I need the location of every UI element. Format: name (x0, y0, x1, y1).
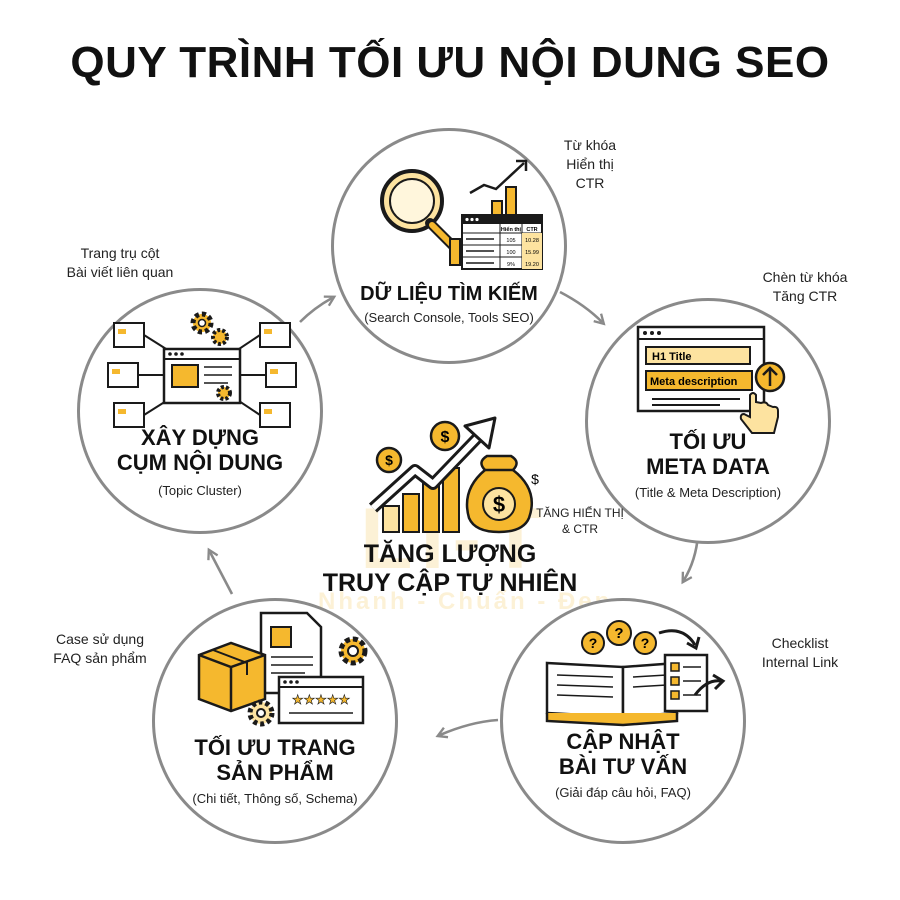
svg-text:$: $ (441, 429, 450, 446)
title-line: SẢN PHẨM (216, 760, 334, 786)
metrics-table: Hiển thị CTR 105 10.28 100 15.99 9% 19.2… (461, 214, 543, 270)
note-line: Case sử dụng (56, 631, 144, 647)
field-h1-title: H1 Title (652, 351, 692, 363)
document-icon (259, 611, 323, 695)
arrow-product-to-cluster (207, 547, 234, 595)
arrow-advice-to-product (435, 718, 499, 739)
note-line: Chèn từ khóa (762, 269, 848, 285)
table-cell: 10.28 (525, 238, 539, 244)
table-header-ctr: CTR (526, 227, 537, 233)
table-cell: 105 (506, 238, 515, 244)
field-meta-description: Meta description (650, 376, 738, 388)
question-bubble-icon: ? ? ? (581, 620, 657, 655)
review-window-icon: ★★★★★ (277, 675, 365, 725)
watermark-slogan: Nhanh - Chuẩn - Đẹp (318, 588, 613, 615)
svg-text:$: $ (493, 492, 505, 517)
center-title-line: TĂNG LƯỢNG (363, 540, 537, 568)
gear-icon (190, 311, 232, 401)
growth-bars-icon (382, 467, 460, 533)
note-center: TĂNG HIỂN THỊ & CTR (525, 506, 635, 537)
node-cluster-title: XÂY DỰNG CỤM NỘI DUNG (80, 425, 320, 476)
note-line: Hiển thị (566, 155, 614, 172)
note-advice: Checklist Internal Link (750, 634, 850, 672)
node-product-title: TỐI ƯU TRANG SẢN PHẨM (155, 735, 395, 786)
title-line: TỐI ƯU (669, 429, 747, 454)
center-goal-title: TĂNG LƯỢNG TRUY CẬP TỰ NHIÊN (280, 540, 620, 598)
gear-icon (338, 636, 368, 666)
node-topic-cluster: XÂY DỰNG CỤM NỘI DUNG (Topic Cluster) (77, 288, 323, 534)
advice-illustration: ? ? ? (545, 620, 726, 727)
arrow-cluster-to-search (299, 295, 337, 323)
title-line: META DATA (646, 454, 770, 480)
table-cell: 15.99 (525, 250, 539, 256)
svg-text:?: ? (641, 635, 650, 651)
note-line: Trang trụ cột (80, 245, 160, 261)
note-search: Từ khóa Hiển thị CTR (545, 136, 635, 193)
note-line: Internal Link (761, 653, 839, 670)
open-book-icon (545, 661, 679, 727)
money-bag-icon: $ $ (465, 454, 539, 534)
note-line: Từ khóa (563, 137, 617, 153)
node-meta-title: TỐI ƯU META DATA (588, 429, 828, 480)
magnifier-icon (380, 169, 459, 252)
note-meta: Chèn từ khóa Tăng CTR (750, 268, 860, 306)
coin-icon: $ $ (375, 420, 461, 474)
note-line: TĂNG HIỂN THỊ (536, 506, 624, 520)
note-line: Tăng CTR (772, 287, 838, 304)
internal-link-arrow-icon (658, 629, 726, 696)
title-line: CỤM NỘI DUNG (116, 450, 284, 476)
note-line: Checklist (771, 635, 829, 651)
center-growth-illustration: $ $ $ $ (368, 416, 539, 534)
pointer-hand-icon (739, 392, 779, 434)
star-rating-icon: ★★★★★ (292, 693, 350, 708)
node-search-data: Hiển thị CTR 105 10.28 100 15.99 9% 19.2… (331, 128, 567, 364)
node-advice-article: ? ? ? CẬP (500, 598, 746, 844)
note-line: Bài viết liên quan (66, 263, 174, 280)
meta-data-illustration: H1 Title Meta description (636, 325, 786, 434)
node-meta-data: H1 Title Meta description TỐI ƯU META DA… (585, 298, 831, 544)
note-product: Case sử dụng FAQ sản phẩm (40, 630, 160, 668)
table-cell: 100 (506, 250, 515, 256)
table-header-impressions: Hiển thị (501, 226, 522, 233)
node-advice-title: CẬP NHẬT BÀI TƯ VẤN (503, 729, 743, 780)
cluster-illustration (107, 311, 297, 428)
upload-arrow-icon (754, 361, 786, 393)
arrow-search-to-meta (559, 290, 606, 326)
node-product-page: ★★★★★ TỐI ƯU TRANG SẢN PHẨM (Chi tiết, T… (152, 598, 398, 844)
gear-icon (247, 699, 275, 727)
pillar-page-icon (162, 347, 242, 405)
search-data-illustration: Hiển thị CTR 105 10.28 100 15.99 9% 19.2… (380, 159, 543, 270)
node-cluster-subtitle: (Topic Cluster) (158, 483, 242, 498)
svg-text:?: ? (614, 625, 623, 642)
title-line: TỐI ƯU TRANG (194, 735, 356, 760)
svg-text:$: $ (385, 452, 393, 468)
note-line: FAQ sản phẩm (53, 649, 147, 666)
note-cluster: Trang trụ cột Bài viết liên quan (45, 244, 195, 282)
node-meta-subtitle: (Title & Meta Description) (634, 485, 782, 500)
trend-arrow-icon (368, 416, 497, 513)
title-line: CẬP NHẬT (566, 729, 680, 754)
note-line: CTR (575, 174, 605, 191)
svg-text:$: $ (531, 471, 539, 487)
page-title: QUY TRÌNH TỐI ƯU NỘI DUNG SEO (70, 38, 830, 87)
browser-window-icon: H1 Title Meta description (636, 325, 766, 413)
center-title-line: TRUY CẬP TỰ NHIÊN (322, 568, 578, 597)
svg-text:?: ? (589, 635, 598, 651)
node-product-subtitle: (Chi tiết, Thông số, Schema) (192, 791, 358, 806)
product-illustration: ★★★★★ (197, 611, 368, 727)
table-cell: 9% (507, 262, 515, 268)
node-search-title: DỮ LIỆU TÌM KIẾM (360, 283, 538, 305)
package-box-icon (197, 641, 267, 713)
page-icon (107, 322, 297, 428)
node-search-subtitle: (Search Console, Tools SEO) (364, 310, 534, 325)
table-cell: 19.20 (525, 262, 539, 268)
title-line: BÀI TƯ VẤN (558, 754, 688, 780)
node-advice-subtitle: (Giải đáp câu hỏi, FAQ) (555, 785, 691, 800)
note-line: & CTR (562, 521, 598, 536)
checklist-icon (663, 653, 709, 713)
title-line: XÂY DỰNG (140, 425, 260, 450)
